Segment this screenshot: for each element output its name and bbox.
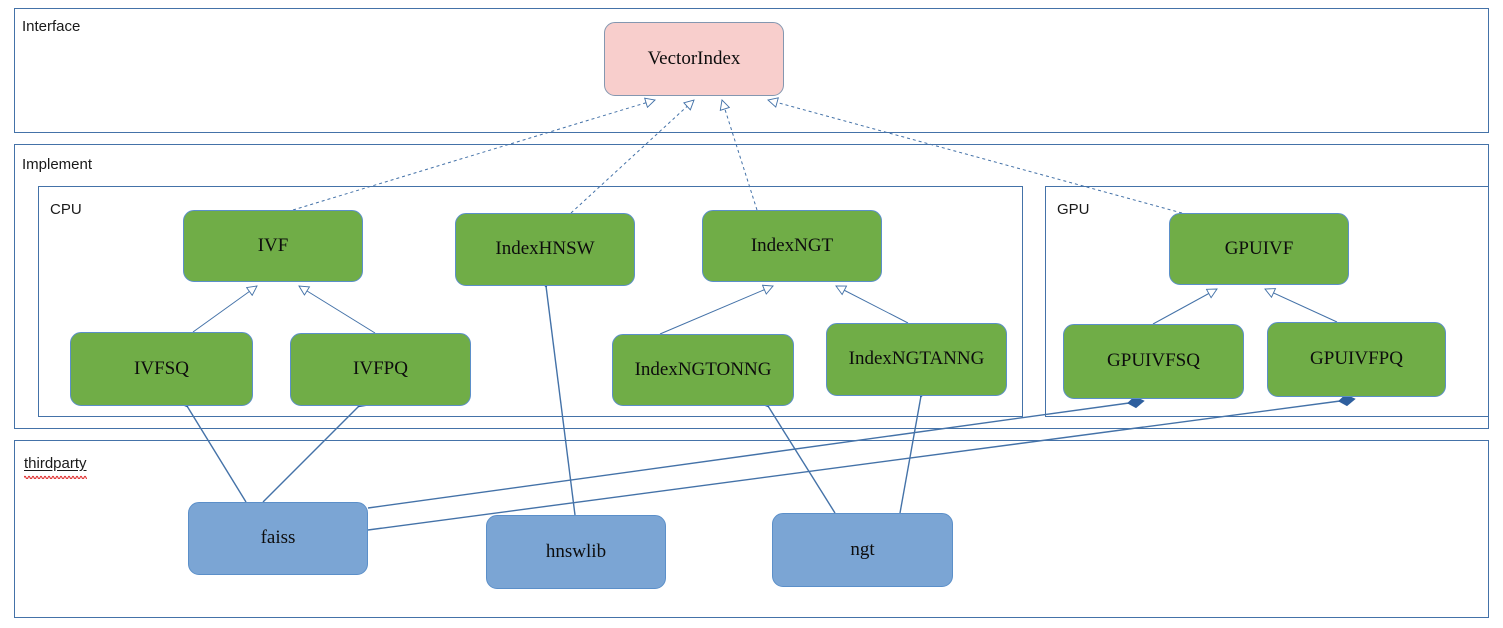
node-gpuivfsq[interactable]: GPUIVFSQ	[1063, 324, 1244, 399]
group-thirdparty[interactable]	[14, 440, 1489, 618]
edge-composition	[187, 406, 247, 503]
edge-realization	[292, 100, 655, 211]
group-label-implement: Implement	[22, 156, 93, 173]
group-gpu[interactable]	[1045, 186, 1489, 417]
edge-inheritance	[659, 286, 773, 335]
group-label-cpu: CPU	[50, 201, 82, 218]
edge-inheritance	[192, 286, 257, 333]
node-indexngt[interactable]: IndexNGT	[702, 210, 882, 282]
edge-composition	[367, 401, 1340, 531]
node-ivfpq[interactable]: IVFPQ	[290, 333, 471, 406]
edge-composition	[367, 403, 1129, 509]
edge-composition	[546, 286, 576, 516]
group-label-interface: Interface	[22, 18, 81, 35]
edge-inheritance	[836, 286, 909, 324]
edge-inheritance	[1152, 289, 1217, 325]
node-hnswlib[interactable]: hnswlib	[486, 515, 666, 589]
node-indexhnsw[interactable]: IndexHNSW	[455, 213, 635, 286]
node-vectorindex[interactable]: VectorIndex	[604, 22, 784, 96]
edge-realization	[722, 100, 758, 211]
edge-composition	[899, 396, 921, 514]
node-indexngtanng[interactable]: IndexNGTANNG	[826, 323, 1007, 396]
edge-inheritance	[299, 286, 376, 334]
node-ivf[interactable]: IVF	[183, 210, 363, 282]
edge-composition	[262, 406, 359, 503]
edge-realization	[570, 100, 694, 214]
group-interface[interactable]	[14, 8, 1489, 133]
node-indexngtonng[interactable]: IndexNGTONNG	[612, 334, 794, 406]
node-ivfsq[interactable]: IVFSQ	[70, 332, 253, 406]
edge-composition	[768, 406, 836, 514]
node-gpuivf[interactable]: GPUIVF	[1169, 213, 1349, 285]
group-cpu[interactable]	[38, 186, 1023, 417]
group-label-gpu: GPU	[1057, 201, 1090, 218]
node-ngt[interactable]: ngt	[772, 513, 953, 587]
node-faiss[interactable]: faiss	[188, 502, 368, 575]
edge-inheritance	[1265, 289, 1338, 323]
group-label-thirdparty: thirdparty	[24, 455, 87, 472]
node-gpuivfpq[interactable]: GPUIVFPQ	[1267, 322, 1446, 397]
edge-realization	[768, 100, 1183, 214]
